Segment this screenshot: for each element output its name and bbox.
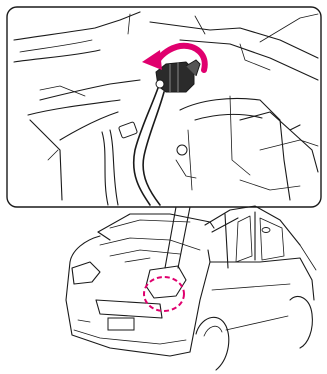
front-fender — [70, 236, 100, 262]
side-body — [226, 316, 288, 330]
fog-light — [78, 320, 90, 322]
engine-bay — [125, 258, 150, 262]
side-window — [260, 218, 284, 260]
roof — [205, 206, 300, 245]
callout-line — [165, 207, 176, 268]
mirror — [262, 228, 270, 233]
door-pillar — [225, 214, 228, 268]
engine-bay — [100, 238, 200, 250]
rear-wheel — [290, 296, 312, 348]
left-headlight — [72, 262, 100, 284]
rear-edge — [300, 245, 316, 270]
detail-inset — [7, 7, 321, 207]
side-body — [212, 284, 290, 290]
front-wheel — [196, 317, 229, 370]
engine-bay — [110, 250, 180, 256]
front-grille — [96, 300, 162, 318]
front-body — [190, 250, 210, 352]
open-hood — [110, 220, 190, 228]
license-plate — [108, 318, 134, 330]
right-headlight — [146, 266, 186, 298]
side-window — [236, 216, 252, 262]
car-overview — [66, 206, 316, 370]
bolt — [177, 145, 187, 155]
side-body — [210, 258, 314, 300]
open-hood — [98, 214, 214, 232]
highlight-circle — [144, 277, 184, 311]
front-wheel — [204, 326, 222, 336]
inset-frame — [7, 7, 321, 207]
